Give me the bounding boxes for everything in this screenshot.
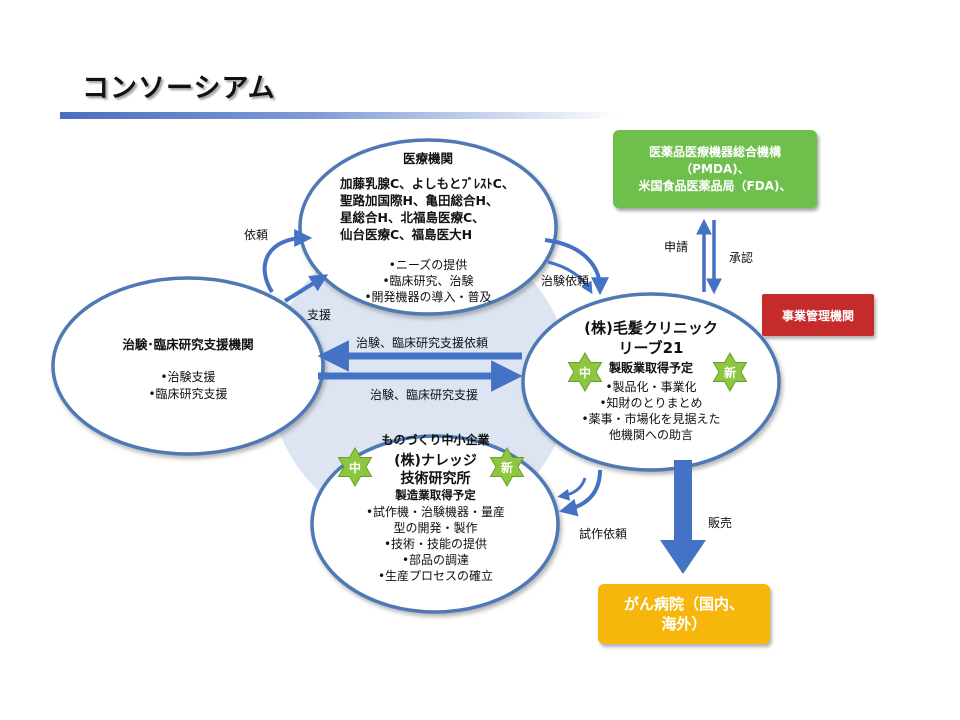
maker-name-2: 技術研究所: [400, 471, 471, 487]
prototype-request-label: 試作依頼: [579, 527, 628, 541]
hospital-box: がん病院（国内、 海外）: [598, 584, 770, 644]
regulator-line: 米国食品医薬品局（FDA)、: [638, 178, 792, 193]
trial-request-arrow: [544, 238, 609, 296]
title-underline: [60, 112, 620, 119]
prototype-request-arrow-2: [557, 477, 587, 501]
clinic-role: 他機関への助言: [608, 428, 693, 442]
medical-member: 聖路加国際H、亀田総合H、: [340, 193, 499, 208]
slide-title: コンソーシアム: [82, 73, 276, 104]
support-arrow: [283, 274, 329, 303]
hospital-line: がん病院（国内、: [623, 595, 744, 613]
medical-member: 仙台医療C、福島医大H: [340, 227, 473, 242]
maker-role: •試作機・治験機器・量産: [365, 505, 506, 519]
clinic-badge-left-icon: [567, 352, 603, 392]
trial-clinical-request-label: 治験、臨床研究支援依頼: [356, 336, 489, 350]
maker-badge-left-icon: [337, 447, 373, 487]
approve-label: 承認: [729, 251, 754, 265]
clinic-role: •製品化・事業化: [605, 380, 697, 394]
trial-clinical-support-label: 治験、臨床研究支援: [370, 388, 479, 402]
maker-status: 製造業取得予定: [395, 488, 476, 502]
maker-badge-left: 中: [348, 461, 361, 475]
trial-request-label: 治験依頼: [541, 274, 590, 288]
clinic-name: (株)毛髪クリニック: [584, 319, 718, 337]
request-arrow: [262, 229, 313, 294]
maker-node: ものづくり中小企業 (株)ナレッジ 技術研究所 製造業取得予定 •試作機・治験機…: [343, 432, 528, 584]
maker-ellipse: [310, 434, 560, 614]
regulator-line: 医薬品医療機器総合機構: [648, 144, 781, 159]
maker-badge-right: 新: [500, 461, 513, 475]
regulator-line: （PMDA)、: [680, 161, 750, 176]
support-heading: 治験･臨床研究支援機関: [122, 337, 254, 352]
clinic-badge-right-icon: [712, 352, 748, 392]
sales-label: 販売: [708, 516, 733, 530]
medical-role: •臨床研究、治験: [382, 274, 474, 288]
hospital-line: 海外）: [661, 615, 707, 633]
medical-member: 星総合H、北福島医療C、: [340, 210, 485, 225]
support-role: •臨床研究支援: [148, 387, 228, 401]
clinic-badge-right: 新: [723, 366, 736, 380]
medical-heading: 医療機関: [402, 151, 453, 166]
maker-category: ものづくり中小企業: [381, 433, 490, 447]
support-role: •治験支援: [160, 370, 216, 384]
trial-request-arrow-2: [547, 260, 593, 295]
medical-role: •開発機器の導入・普及: [364, 290, 492, 304]
office-box: 事業管理機関: [762, 294, 874, 336]
medical-role: •ニーズの提供: [388, 258, 468, 272]
clinic-badge-left: 中: [578, 366, 591, 380]
maker-role: •生産プロセスの確立: [377, 569, 494, 583]
sales-arrow: [660, 460, 706, 574]
clinic-status: 製販業取得予定: [608, 361, 693, 375]
medical-node: 医療機関 加藤乳腺C、よしもとﾌﾞﾚｽﾄC、 聖路加国際H、亀田総合H、 星総合…: [318, 150, 538, 305]
apply-label: 申請: [664, 240, 689, 254]
maker-role: •部品の調達: [401, 553, 470, 567]
medical-member: 加藤乳腺C、よしもとﾌﾞﾚｽﾄC、: [340, 176, 515, 191]
maker-badge-right-icon: [489, 447, 525, 487]
medical-ellipse: [298, 138, 558, 316]
maker-role: •技術・技能の提供: [383, 537, 488, 551]
office-label: 事業管理機関: [781, 308, 854, 323]
clinic-ellipse: [521, 292, 781, 472]
clinic-name-2: リーブ21: [618, 339, 684, 357]
request-label: 依頼: [244, 228, 269, 242]
clinic-role: •薬事・市場化を見据えた: [581, 412, 721, 426]
support-node: 治験･臨床研究支援機関 •治験支援 •臨床研究支援: [88, 336, 288, 403]
prototype-request-arrow: [558, 469, 602, 517]
regulator-box: 医薬品医療機器総合機構 （PMDA)、 米国食品医薬品局（FDA)、: [613, 130, 817, 208]
clinic-node: (株)毛髪クリニック リーブ21 製販業取得予定 •製品化・事業化 •知財のとり…: [551, 318, 751, 443]
maker-name: (株)ナレッジ: [394, 453, 477, 469]
maker-role: 型の開発・製作: [393, 521, 478, 535]
support-label: 支援: [307, 308, 332, 322]
clinic-role: •知財のとりまとめ: [599, 396, 703, 410]
